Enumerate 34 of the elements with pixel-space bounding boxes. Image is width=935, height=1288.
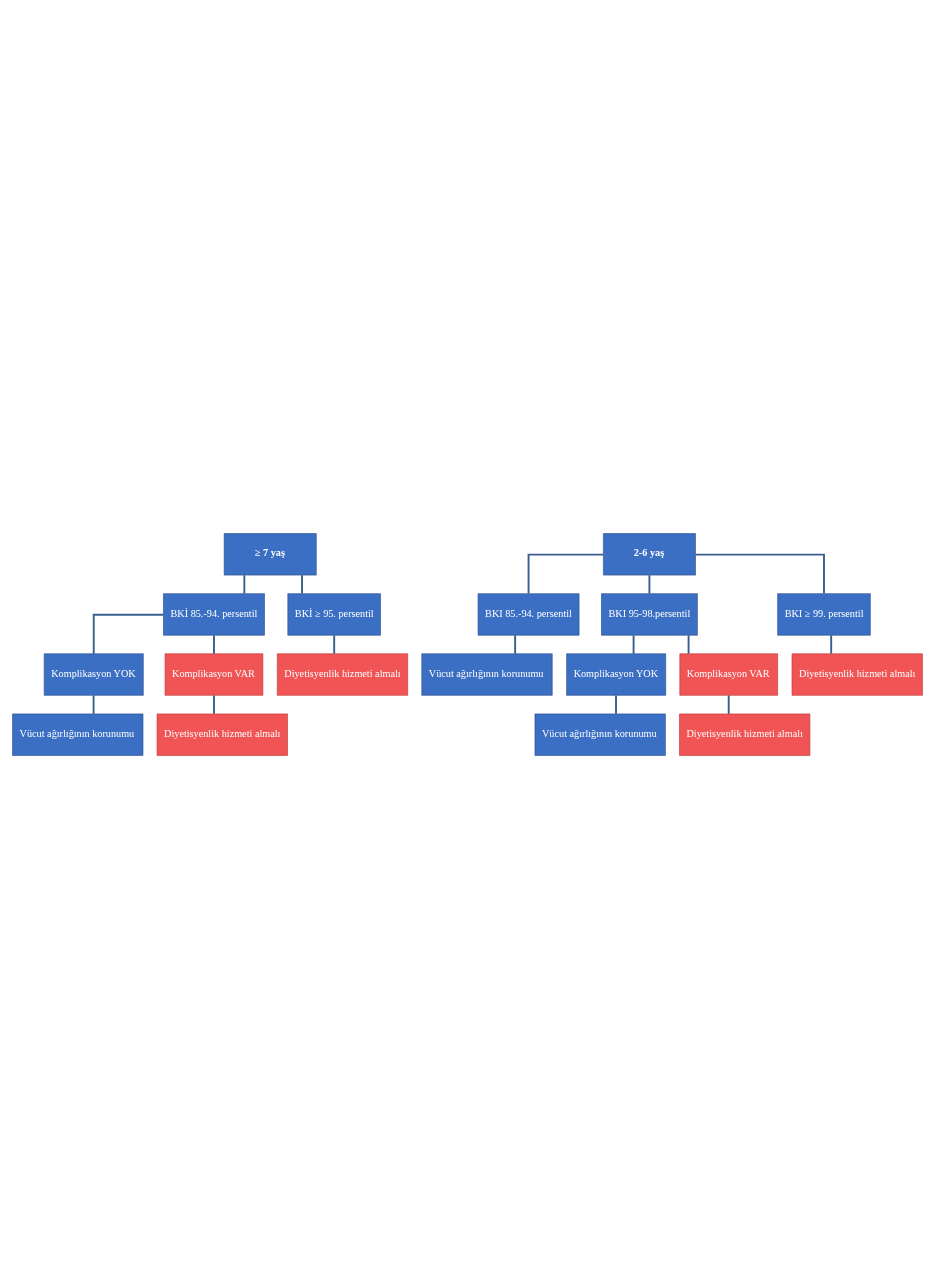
connector bbox=[333, 633, 336, 655]
connector bbox=[514, 633, 517, 655]
node-box: Komplikasyon YOK bbox=[43, 652, 144, 696]
connector bbox=[213, 693, 215, 715]
connector bbox=[632, 633, 635, 655]
node-box: Diyetisyenlik hizmeti almalı bbox=[156, 713, 288, 756]
node-box: BKI ≥ 99. persentil bbox=[777, 592, 871, 636]
node-box: Diyetisyenlik hizmeti almalı bbox=[679, 713, 811, 756]
connector bbox=[615, 693, 617, 715]
connector bbox=[243, 573, 246, 595]
node-box: BKİ ≥ 95. persentil bbox=[287, 592, 381, 636]
connector bbox=[213, 633, 215, 655]
node-box: BKİ 85.-94. persentil bbox=[163, 592, 265, 636]
node-box: Vücut ağırlığının korunumu bbox=[421, 652, 553, 696]
connector bbox=[92, 693, 95, 715]
node-box: Komplikasyon VAR bbox=[679, 652, 778, 696]
connector bbox=[527, 553, 605, 594]
node-box: Vücut ağırlığının korunumu bbox=[534, 713, 666, 756]
node-box: 2-6 yaş bbox=[603, 532, 696, 575]
node-box: Vücut ağırlığının korunumu bbox=[12, 713, 144, 756]
node-box: BKI 85.-94. persentil bbox=[477, 592, 580, 636]
connector bbox=[694, 553, 825, 594]
node-box: Komplikasyon VAR bbox=[164, 652, 264, 696]
connector bbox=[830, 633, 833, 655]
connector bbox=[648, 573, 651, 595]
connector bbox=[727, 693, 730, 715]
node-box: ≥ 7 yaş bbox=[223, 532, 317, 575]
node-box: Diyetisyenlik hizmeti almalı bbox=[276, 652, 409, 696]
node-box: Diyetisyenlik hizmeti almalı bbox=[791, 652, 923, 696]
connector bbox=[92, 613, 165, 655]
node-box: Komplikasyon YOK bbox=[566, 652, 667, 696]
connector bbox=[687, 633, 690, 655]
connector bbox=[301, 573, 303, 595]
node-box: BKI 95-98.persentil bbox=[601, 592, 698, 636]
